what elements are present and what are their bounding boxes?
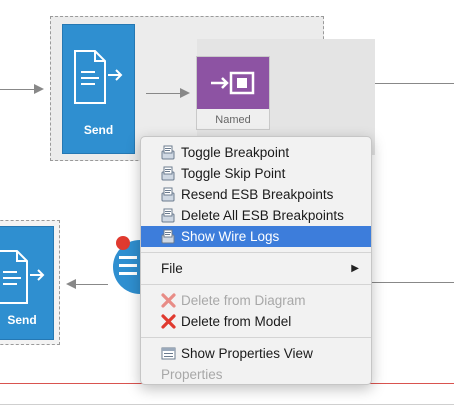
send-doc-icon [74,50,123,104]
menu-item-label: Toggle Breakpoint [181,145,290,160]
breakpoint-icon [161,229,176,244]
menu-item-delete-from-model[interactable]: Delete from Model [141,311,371,332]
menu-item-label: Show Wire Logs [181,229,280,244]
named-endpoint-badge [197,57,269,109]
menu-separator [141,284,371,285]
menu-item-label: Delete All ESB Breakpoints [181,208,344,223]
connector-middle-right [372,282,454,283]
divider-gray-line [0,404,454,405]
breakpoint-icon [161,187,176,202]
breakpoint-icon [161,166,176,181]
send-label: Send [7,313,37,327]
menu-item-label: Toggle Skip Point [181,166,286,181]
breakpoint-icon [161,208,176,223]
menu-separator [141,337,371,338]
menu-separator [141,252,371,253]
send-doc-icon [0,250,45,304]
menu-item-toggle-skip-point[interactable]: Toggle Skip Point [141,163,371,184]
connector-top-left [0,89,40,90]
arrow-head-icon [34,84,44,94]
send-label: Send [83,123,114,137]
menu-item-label: Show Properties View [181,346,313,361]
send-mediator-top[interactable]: Send [62,24,135,154]
delete-x-icon [161,314,176,329]
menu-item-toggle-breakpoint[interactable]: Toggle Breakpoint [141,142,371,163]
connector-send-named [146,93,186,94]
menu-item-label: Resend ESB Breakpoints [181,187,334,202]
named-label: Named [215,114,251,126]
endpoint-icon [211,71,255,95]
delete-x-icon [161,293,176,308]
menu-item-show-wire-logs[interactable]: Show Wire Logs [141,226,371,247]
breakpoint-icon [161,145,176,160]
menu-item-show-properties-view[interactable]: Show Properties View [141,343,371,364]
menu-item-file[interactable]: File ▶ [141,258,371,279]
menu-item-label: File [161,261,183,276]
send-mediator-bottom[interactable]: Send [0,226,54,340]
connector-bottom [74,284,108,285]
arrow-head-icon [66,279,76,289]
menu-item-resend-esb-breakpoints[interactable]: Resend ESB Breakpoints [141,184,371,205]
named-endpoint[interactable]: Named [196,56,270,130]
arrow-head-icon [180,88,190,98]
menu-item-label: Properties [161,367,223,382]
menu-item-label: Delete from Model [181,314,292,329]
menu-item-properties: Properties [141,364,371,385]
connector-top-right [330,83,454,84]
submenu-arrow-icon: ▶ [351,263,359,274]
properties-view-icon [161,346,176,361]
menu-item-label: Delete from Diagram [181,293,306,308]
breakpoint-marker [116,236,130,250]
menu-item-delete-all-esb-breakpoints[interactable]: Delete All ESB Breakpoints [141,205,371,226]
menu-item-delete-from-diagram: Delete from Diagram [141,290,371,311]
log-lines-icon [119,256,137,275]
